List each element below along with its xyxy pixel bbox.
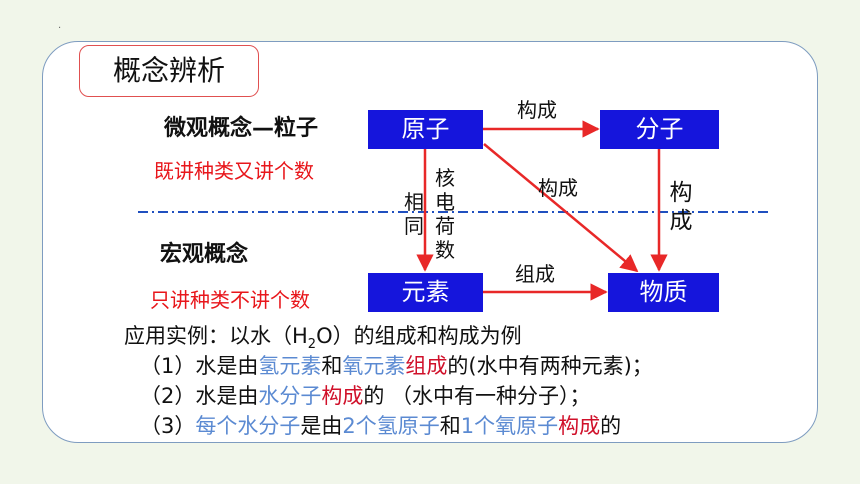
example-intro: 应用实例：以水（H2O）的组成和构成为例 xyxy=(124,324,522,353)
node-molecule: 分子 xyxy=(600,110,719,149)
macro-concept-label: 宏观概念 xyxy=(160,242,249,267)
edge-label-molecule-substance: 构 成 xyxy=(669,180,693,234)
corner-mark: . xyxy=(58,20,62,31)
arrow-atom-substance xyxy=(483,143,639,273)
edge-label-atom-substance: 构成 xyxy=(538,176,578,200)
micro-concept-label: 微观概念—粒子 xyxy=(164,116,319,141)
edge-label-element-substance: 组成 xyxy=(515,262,555,286)
edge-label-atom-element-left: 相 同 xyxy=(404,190,424,238)
example-line-1: （1）水是由氢元素和氧元素组成的(水中有两种元素)； xyxy=(140,354,653,378)
macro-concept-note: 只讲种类不讲个数 xyxy=(150,288,310,312)
edge-label-atom-molecule: 构成 xyxy=(517,98,557,122)
example-line-3: （3）每个水分子是由2个氢原子和1个氧原子构成的 xyxy=(140,414,622,438)
node-substance: 物质 xyxy=(608,273,719,312)
node-element: 元素 xyxy=(368,273,483,312)
content-card xyxy=(42,41,818,443)
example-line-2: （2）水是由水分子构成的 （水中有一种分子）； xyxy=(140,384,591,408)
slide-title: 概念辨析 xyxy=(79,45,259,97)
edge-label-atom-element-right: 核 电 荷 数 xyxy=(435,166,455,262)
node-atom: 原子 xyxy=(368,110,483,149)
micro-concept-note: 既讲种类又讲个数 xyxy=(154,159,314,183)
